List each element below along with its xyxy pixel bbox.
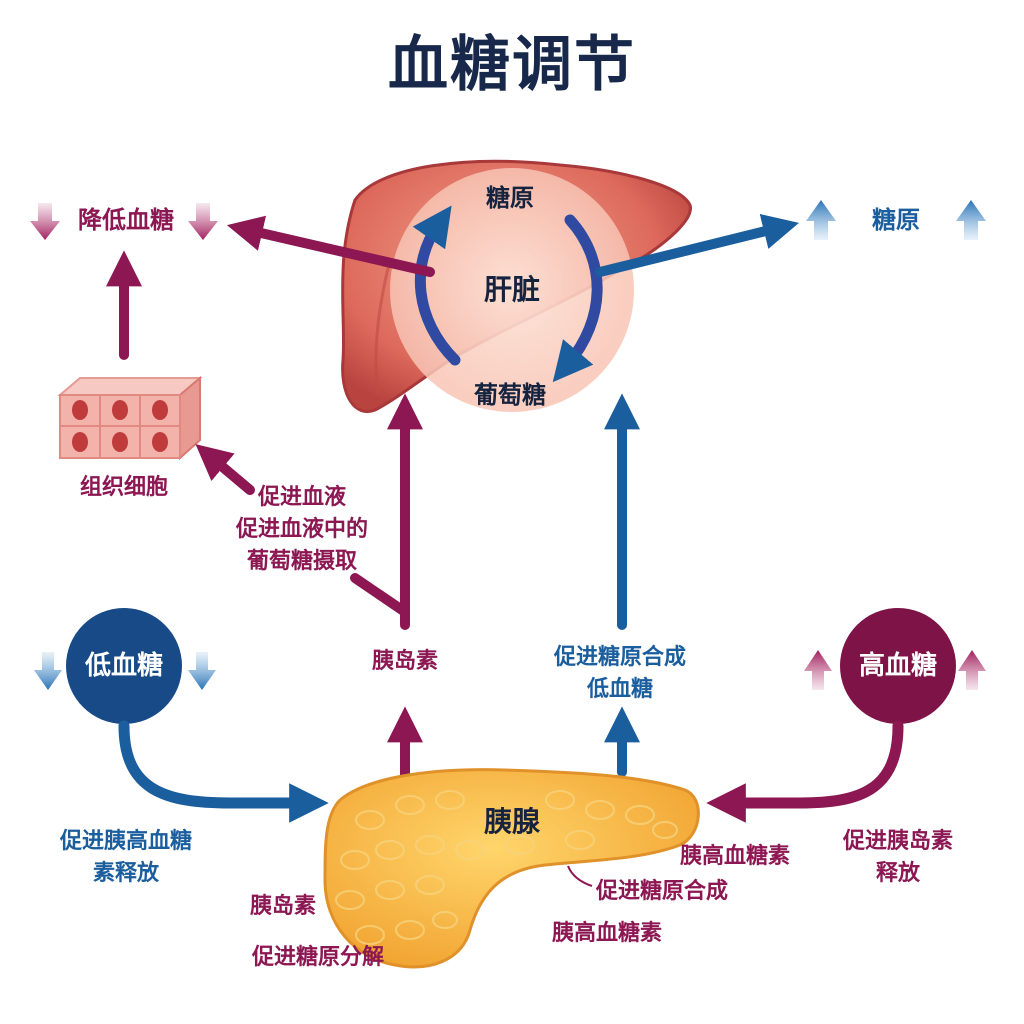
down-indicator-arrows-magenta [30,203,218,240]
synthesis-leader-line [567,865,593,887]
low-sugar-label: 低血糖 [84,651,164,681]
low-sugar-circle [66,608,182,724]
lower-blood-sugar-label: 降低血糖 [78,206,174,234]
tissue-cells-label: 组织细胞 [79,475,169,500]
pancreas-illustration [323,768,700,969]
glucose-to-glycogen-arrow [412,205,461,366]
glycogen-to-glucose-arrow [552,214,603,383]
liver-glucose-label: 葡萄糖 [474,381,546,409]
low-sugar-effect-line-2: 素释放 [92,861,160,886]
pancreas-glucagon-right-label: 胰高血糖素 [679,844,791,869]
insulin-branch-line [350,573,410,617]
high-sugar-label: 高血糖 [858,651,938,681]
liver-to-lower-sugar-arrow [226,215,435,277]
pancreas-synthesis-label: 促进糖原合成 [595,879,729,904]
uptake-line-2: 促进血液中的 [235,517,369,542]
liver-to-glycogen-arrow [595,213,799,277]
glycogen-path-line-2: 低血糖 [586,677,654,702]
low-sugar-down-arrows [34,652,216,690]
high-sugar-effect-line-1: 促进胰岛素 [842,829,954,854]
high-sugar-up-arrows [804,650,986,690]
uptake-to-tissue-arrow [195,444,255,495]
liver-glycogen-label: 糖原 [486,184,534,212]
glycogen-path-line-1: 促进糖原合成 [553,645,687,670]
up-indicator-arrows-blue-top [806,200,986,240]
high-sugar-to-pancreas-arrow [706,720,904,823]
pancreas-glucagon-bottom-label: 胰高血糖素 [551,921,663,946]
uptake-line-3: 葡萄糖摄取 [246,549,358,574]
high-sugar-circle [840,608,956,724]
tissue-cells-illustration [57,375,203,461]
uptake-line-1: 促进血液 [257,485,347,510]
insulin-path-label: 胰岛素 [371,649,439,674]
page-title: 血糖调节 [388,30,636,100]
glycogen-top-label: 糖原 [872,206,920,234]
pancreas-name: 胰腺 [483,805,541,838]
pancreas-insulin-label: 胰岛素 [249,894,317,919]
pancreas-breakdown-label: 促进糖原分解 [251,945,385,970]
liver-name: 肝脏 [483,273,541,306]
high-sugar-effect-line-2: 释放 [875,861,921,886]
low-sugar-to-pancreas-arrow [118,720,329,823]
low-sugar-effect-line-1: 促进胰高血糖 [59,829,193,854]
